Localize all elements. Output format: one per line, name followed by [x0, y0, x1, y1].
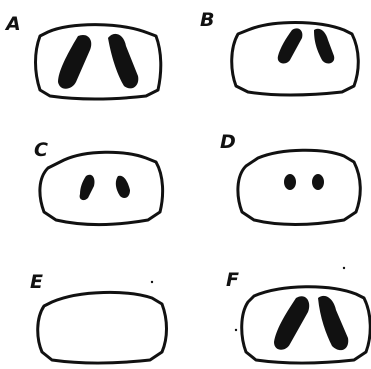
panel-f: F: [226, 269, 370, 363]
panel-a: A: [4, 13, 161, 99]
panel-b: B: [200, 9, 358, 95]
panel-f-right-mark: [318, 296, 348, 350]
panel-d: D: [220, 131, 360, 225]
panel-f-left-mark: [274, 296, 309, 350]
panel-c-outline: [40, 152, 163, 224]
panel-d-right-mark: [312, 174, 324, 190]
panel-c-right-mark: [116, 176, 130, 198]
speck: [151, 281, 153, 283]
panel-b-left-mark: [278, 28, 303, 63]
panel-d-label: D: [220, 131, 236, 153]
panel-f-label: F: [226, 269, 239, 291]
panel-e-outline: [38, 292, 167, 363]
speck: [235, 329, 237, 331]
panel-c-left-mark: [80, 175, 95, 200]
panel-b-right-mark: [314, 29, 334, 64]
panel-d-outline: [238, 150, 360, 224]
panel-a-left-mark: [58, 35, 91, 89]
speck: [343, 267, 345, 269]
panel-b-label: B: [200, 9, 214, 31]
panel-a-outline: [36, 25, 161, 99]
panel-c-label: C: [34, 139, 48, 161]
panel-e-label: E: [30, 271, 43, 293]
panel-e: E: [30, 271, 167, 363]
panel-d-left-mark: [284, 174, 296, 190]
panel-c: C: [34, 139, 163, 225]
panel-a-label: A: [4, 13, 21, 35]
panel-a-right-mark: [108, 34, 138, 89]
